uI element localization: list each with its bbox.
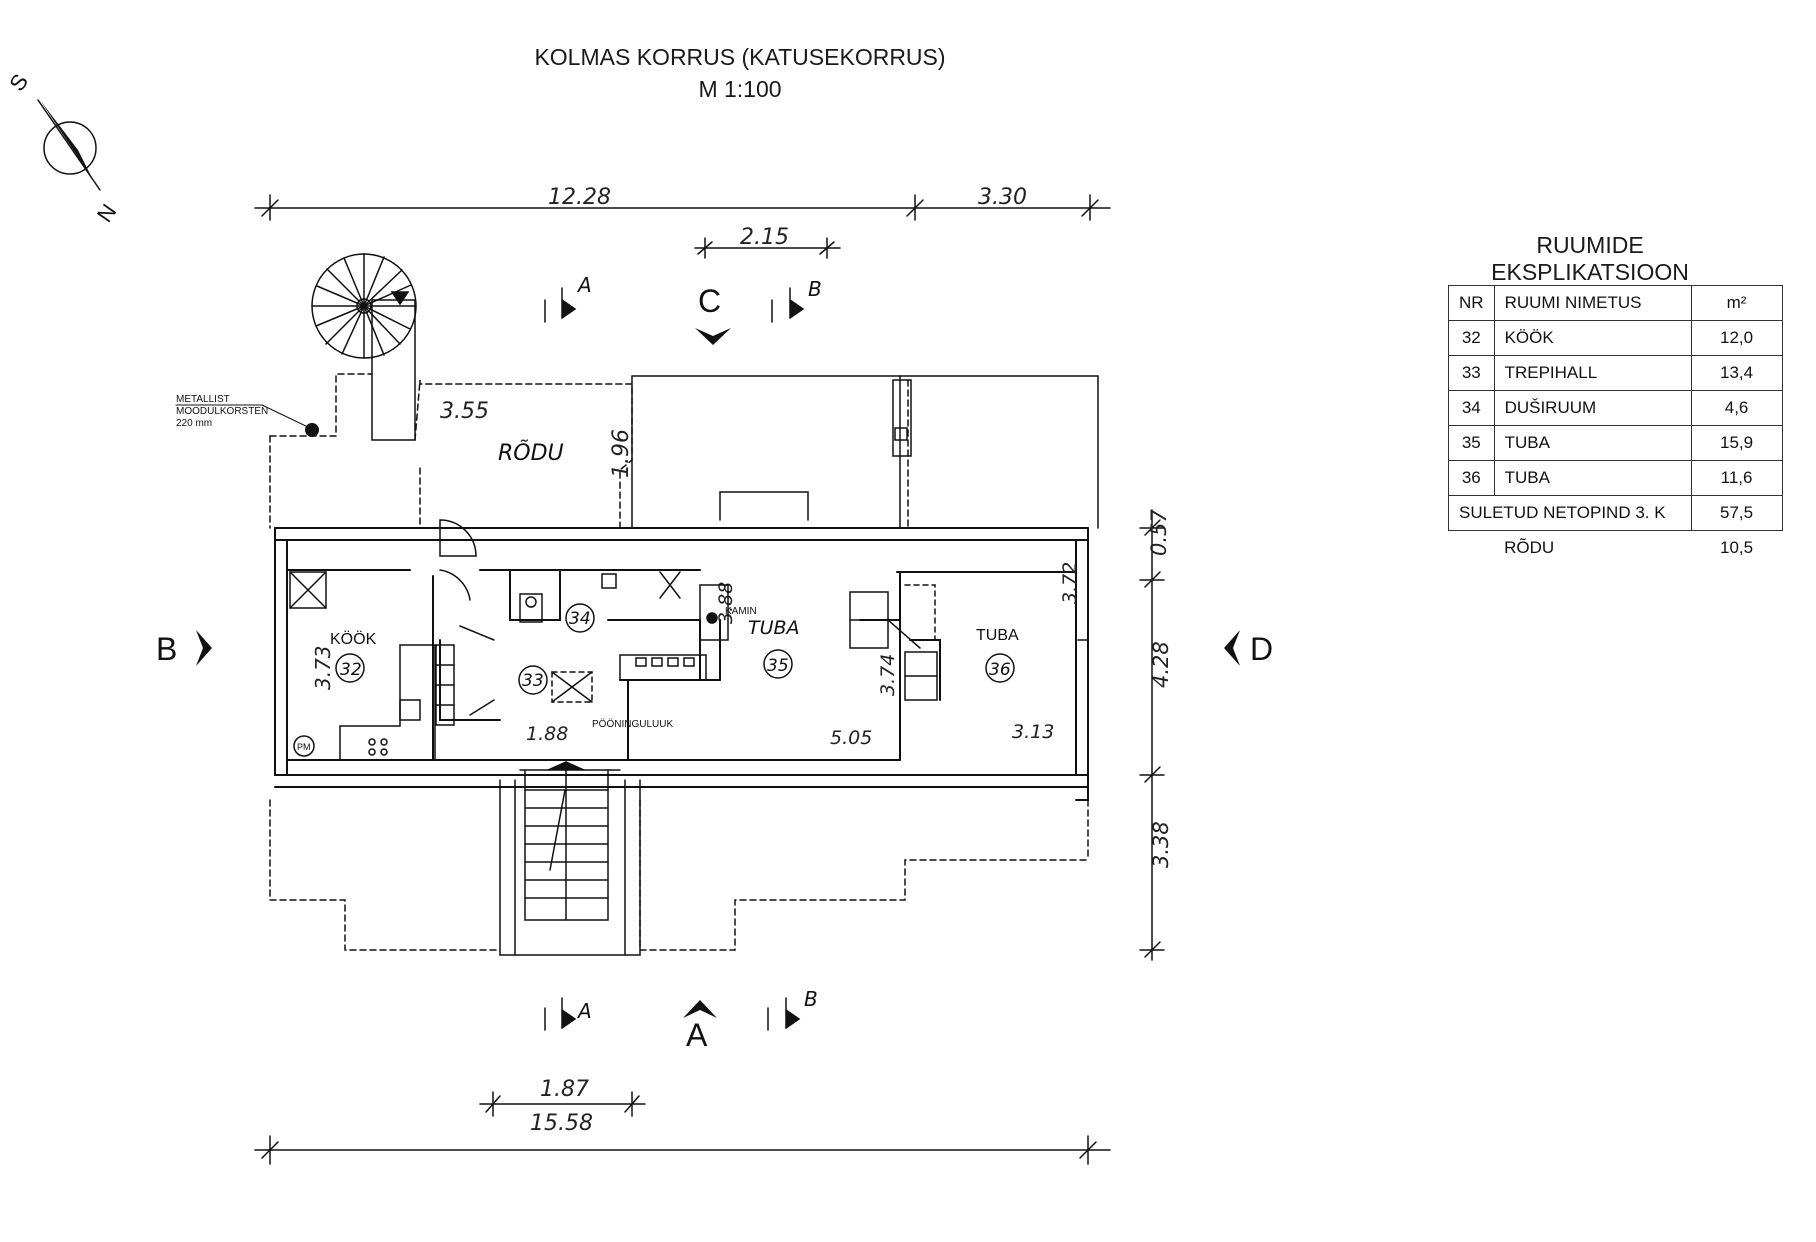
dim-right-low: 3.38: [1149, 821, 1173, 868]
section-marker-a: A: [683, 1000, 717, 1053]
row-area: 12,0: [1690, 320, 1783, 356]
row-nr: 33: [1448, 355, 1495, 391]
section-c-label: C: [698, 283, 721, 319]
room-tuba35-label: TUBA: [748, 617, 800, 639]
cut-a-bottom: A: [576, 999, 592, 1023]
dim-tuba35-h: 3.74: [877, 654, 899, 696]
dim-rodu-h: 1.96: [609, 429, 634, 478]
kitchen-fixtures: PM: [289, 571, 455, 761]
dim-top-inner: 2.15: [740, 225, 789, 250]
row-nr: 35: [1448, 425, 1495, 461]
spiral-stair: [311, 253, 417, 441]
chimney-note: METALLIST MOODULKORSTEN 220 mm: [175, 394, 319, 437]
room-rodu-label: RÕDU: [498, 439, 564, 466]
straight-stair: [524, 761, 609, 921]
room-hall-nr: 33: [522, 671, 544, 691]
row-name: TUBA: [1493, 460, 1692, 496]
row-name: TREPIHALL: [1493, 355, 1692, 391]
building-walls: [274, 527, 1089, 801]
row-name: TUBA: [1493, 425, 1692, 461]
section-marker-b: B: [156, 630, 212, 667]
chimney-line3: 220 mm: [176, 418, 212, 429]
total-label: SULETUD NETOPIND 3. K: [1448, 495, 1692, 531]
table-row: 32 KÖÖK 12,0: [1448, 320, 1783, 356]
row-name: DUŠIRUUM: [1493, 390, 1692, 426]
table-extra-row: RÕDU 10,5: [1449, 531, 1783, 566]
cut-a-top: A: [576, 273, 592, 297]
pooninguluuk-label: PÖÖNINGULUUK: [592, 718, 673, 730]
table-header-row: NR RUUMI NIMETUS m²: [1448, 285, 1783, 321]
row-area: 4,6: [1690, 390, 1783, 426]
section-b-label: B: [156, 631, 177, 667]
dim-dush-h: 3.88: [715, 582, 737, 624]
row-nr: 36: [1448, 460, 1495, 496]
hall-fixtures: [459, 625, 707, 716]
table-row: 34 DUŠIRUUM 4,6: [1448, 390, 1783, 426]
bathroom-fixtures: [519, 571, 681, 623]
balcony-outline: [269, 373, 1099, 529]
terrace-outline: [269, 769, 1089, 956]
cut-b-bottom: B: [804, 987, 818, 1011]
room-tuba36-nr: 36: [989, 660, 1011, 680]
dim-right-top: 0.57: [1147, 509, 1171, 556]
explication-table: NR RUUMI NIMETUS m² 32 KÖÖK 12,0 33 TREP…: [1448, 285, 1783, 565]
dim-bottom-inner: 1.87: [540, 1077, 589, 1102]
kamin-label: KAMIN: [725, 606, 757, 617]
dim-top-right: 3.30: [978, 185, 1027, 210]
dim-kook-h: 3.73: [311, 645, 335, 690]
room-dush-nr: 34: [569, 609, 591, 629]
pm-label: PM: [297, 742, 311, 752]
room-tuba35-nr: 35: [767, 656, 789, 676]
row-name: KÖÖK: [1493, 320, 1692, 356]
dim-tuba36-h: 3.72: [1059, 562, 1081, 604]
doors: [439, 519, 1089, 641]
header-name: RUUMI NIMETUS: [1493, 285, 1692, 321]
table-row: 33 TREPIHALL 13,4: [1448, 355, 1783, 391]
cut-b-top: B: [808, 277, 822, 301]
section-a-label: A: [686, 1017, 708, 1053]
chimney-line1: METALLIST: [176, 394, 230, 405]
room-kook-nr: 32: [340, 660, 362, 680]
dim-rodu-w: 3.55: [440, 399, 489, 424]
row-nr: 32: [1448, 320, 1495, 356]
dim-right-mid: 4.28: [1149, 641, 1173, 688]
header-area: m²: [1690, 285, 1783, 321]
dimension-top: [254, 194, 1111, 259]
drawing-scale: M 1:100: [698, 76, 782, 102]
row-area: 13,4: [1690, 355, 1783, 391]
dim-hall-w: 1.88: [526, 723, 568, 745]
dim-tuba35-w: 5.05: [830, 727, 872, 749]
compass-s: S: [4, 69, 33, 95]
dim-bottom-total: 15.58: [530, 1111, 593, 1136]
compass-n: N: [92, 199, 122, 226]
room36-fixtures: [904, 584, 938, 701]
row-area: 11,6: [1690, 460, 1783, 496]
dim-tuba36-w: 3.13: [1012, 721, 1054, 743]
section-d-label: D: [1250, 631, 1273, 667]
table-total-row: SULETUD NETOPIND 3. K 57,5: [1448, 495, 1783, 531]
table-row: 36 TUBA 11,6: [1448, 460, 1783, 496]
explication-title: RUUMIDE EKSPLIKATSIOON: [1491, 232, 1689, 285]
cut-markers: [544, 287, 805, 1031]
drawing-title: KOLMAS KORRUS (KATUSEKORRUS): [534, 44, 946, 70]
room-kook-label: KÖÖK: [330, 630, 377, 648]
dimension-bottom: [254, 1091, 1111, 1165]
section-marker-c: C: [695, 283, 731, 345]
table-row: 35 TUBA 15,9: [1448, 425, 1783, 461]
extra-area: 10,5: [1720, 538, 1754, 557]
chimney-line2: MOODULKORSTEN: [176, 406, 268, 417]
total-area: 57,5: [1690, 495, 1783, 531]
dimension-right: [1139, 509, 1165, 961]
dim-top-main: 12.28: [548, 185, 611, 210]
compass-icon: S N: [4, 69, 121, 227]
room-tuba36-label: TUBA: [976, 627, 1019, 644]
extra-label: RÕDU: [1504, 538, 1555, 557]
section-marker-d: D: [1224, 630, 1273, 667]
row-nr: 34: [1448, 390, 1495, 426]
header-nr: NR: [1448, 285, 1495, 321]
row-area: 15,9: [1690, 425, 1783, 461]
living-room-fixtures: [699, 584, 921, 649]
